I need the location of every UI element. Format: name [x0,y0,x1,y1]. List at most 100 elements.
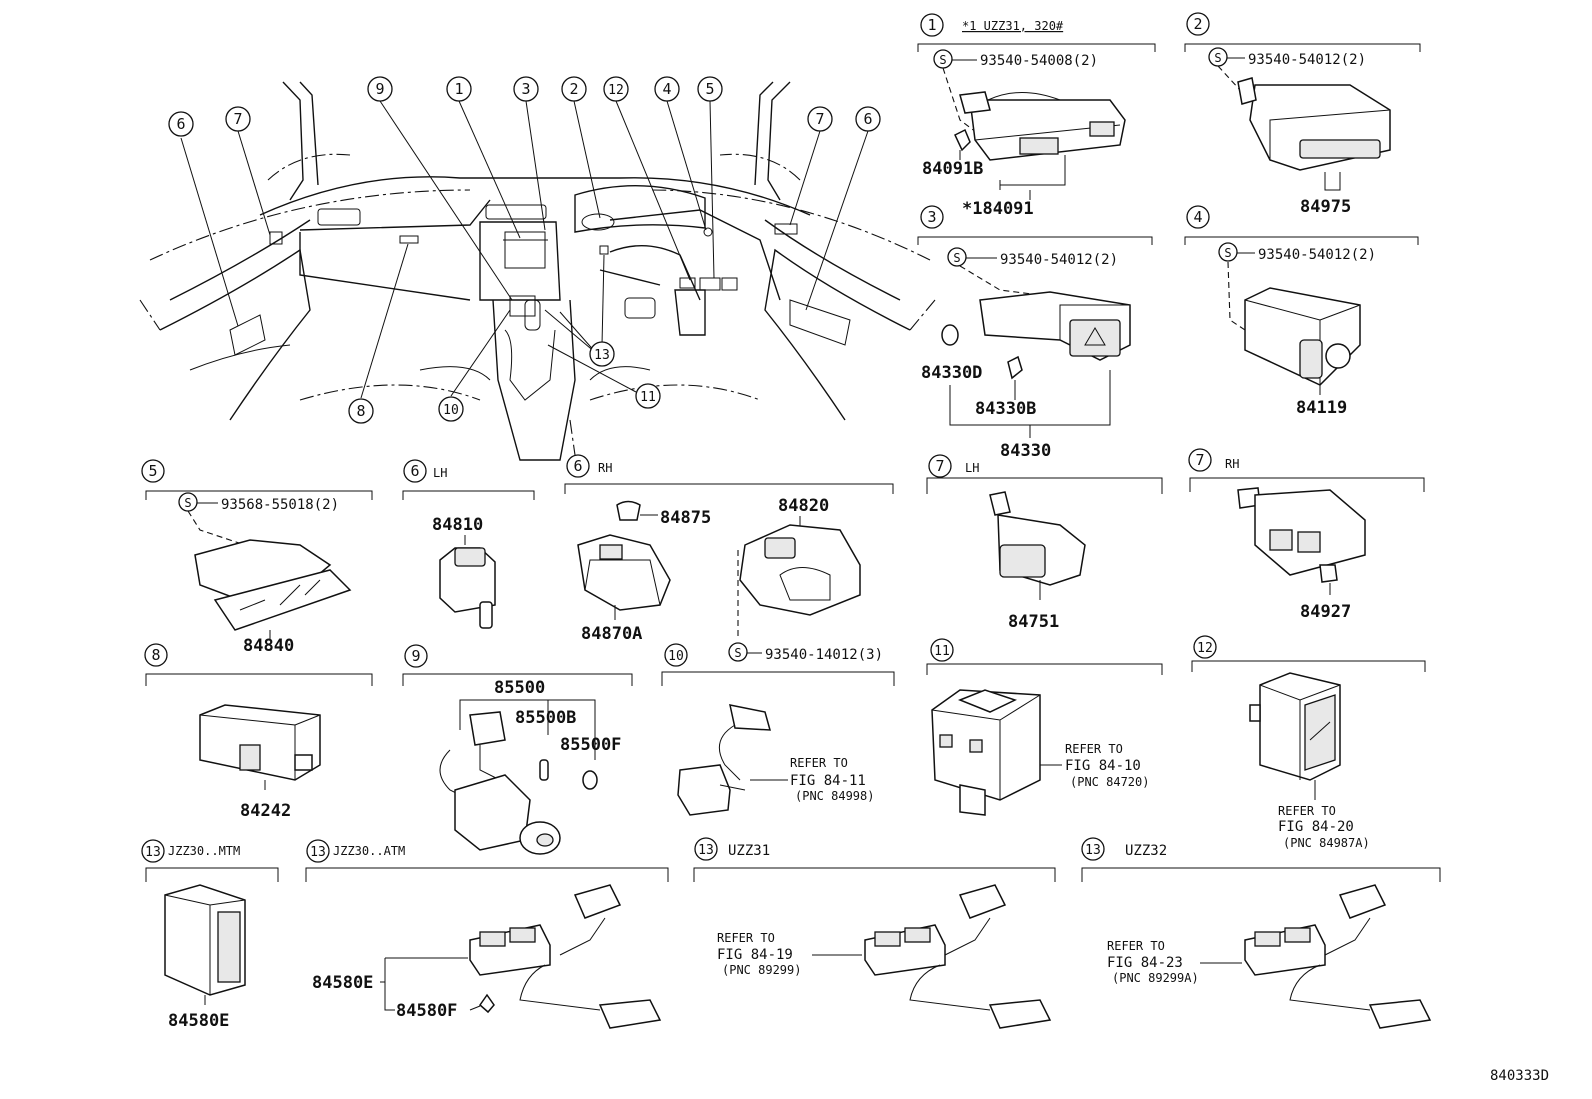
svg-text:12: 12 [608,83,624,98]
svg-text:7: 7 [233,110,242,128]
svg-text:13: 13 [145,845,161,860]
section-13-uzz31: 13 UZZ31 REFER TO FIG 84-19 (PNC 89299) [693,837,1056,1029]
svg-text:2: 2 [569,80,578,98]
section-3: 3 S 93540-54012(2) 84330D 84330B 84330 [917,205,1153,461]
svg-text:7: 7 [1195,451,1204,469]
svg-text:4: 4 [1193,208,1202,226]
svg-text:JZZ30..ATM: JZZ30..ATM [333,844,405,858]
section-9: 9 85500 85500B 85500F [402,644,633,855]
svg-text:85500: 85500 [494,678,545,698]
svg-text:84242: 84242 [240,801,291,821]
svg-text:6: 6 [410,462,419,480]
svg-text:1: 1 [927,16,936,34]
svg-text:7: 7 [935,457,944,475]
svg-text:3: 3 [521,80,530,98]
section-7-rh: 7 RH 84927 [1188,448,1425,622]
svg-text:85500F: 85500F [560,735,621,755]
svg-text:LH: LH [433,466,447,480]
svg-text:84751: 84751 [1008,612,1059,632]
section-8: 8 84242 [144,643,373,821]
svg-text:84330: 84330 [1000,441,1051,461]
section-10: 10 REFER TO FIG 84-11 (PNC 84998) [661,643,895,816]
svg-text:84330B: 84330B [975,399,1036,419]
svg-text:UZZ31: UZZ31 [728,843,770,859]
overview-callout: 10 [438,396,464,422]
svg-text:6: 6 [176,115,185,133]
svg-text:8: 8 [151,646,160,664]
overview-callout: 3 [513,76,539,102]
svg-text:5: 5 [705,80,714,98]
section-13-uzz32: 13 UZZ32 REFER TO FIG 84-23 (PNC 89299A) [1081,837,1441,1029]
section-4: 4 S 93540-54012(2) 84119 [1184,205,1419,418]
overview-callout: 12 [603,76,629,102]
section-6-lh: 6 LH 84810 [402,459,535,629]
svg-text:84975: 84975 [1300,197,1351,217]
svg-text:FIG 84-19: FIG 84-19 [717,947,793,963]
overview-callout: 5 [697,76,723,102]
svg-text:10: 10 [443,403,459,418]
svg-text:REFER TO: REFER TO [1107,939,1165,953]
svg-text:*184091: *184091 [962,199,1034,219]
svg-text:93568-55018(2): 93568-55018(2) [221,497,339,513]
svg-text:8: 8 [356,402,365,420]
svg-text:84927: 84927 [1300,602,1351,622]
svg-text:REFER TO: REFER TO [790,756,848,770]
section-11: 11 REFER TO FIG 84-10 (PNC 84720) [926,638,1163,816]
svg-text:FIG 84-23: FIG 84-23 [1107,955,1183,971]
section-6-rh: 6 RH 84875 84870A 84820 S 93540-14012(3) [564,454,894,663]
overview-callout: 4 [654,76,680,102]
svg-text:84870A: 84870A [581,624,642,644]
svg-text:11: 11 [934,644,950,659]
svg-text:12: 12 [1197,641,1213,656]
svg-text:84875: 84875 [660,508,711,528]
section-1: 1 *1 UZZ31, 320# S 93540-54008(2) 84091B… [917,13,1156,219]
svg-text:11: 11 [640,390,656,405]
section-12: 12 REFER TO FIG 84-20 (PNC 84987A) [1191,635,1426,850]
overview-callout: 7 [225,106,251,132]
svg-text:REFER TO: REFER TO [717,931,775,945]
svg-text:84810: 84810 [432,515,483,535]
svg-text:9: 9 [411,647,420,665]
svg-text:(PNC 84998): (PNC 84998) [795,789,874,803]
section-13-jzz30-atm: 13 JZZ30..ATM 84580E 84580F [305,839,669,1029]
svg-text:(PNC 89299A): (PNC 89299A) [1112,971,1199,985]
interior-overview: 6 7 9 1 3 2 12 4 5 7 6 8 10 13 11 [139,76,936,461]
svg-text:6: 6 [573,457,582,475]
svg-text:84820: 84820 [778,496,829,516]
svg-text:84580F: 84580F [396,1001,457,1021]
svg-text:FIG 84-10: FIG 84-10 [1065,758,1141,774]
section-2: 2 S 93540-54012(2) 84975 [1184,12,1421,217]
section-7-lh: 7 LH 84751 [926,454,1163,632]
svg-text:REFER TO: REFER TO [1278,804,1336,818]
figure-code: 840333D [1490,1068,1549,1084]
svg-text:FIG 84-20: FIG 84-20 [1278,819,1354,835]
svg-text:S: S [1214,51,1221,65]
svg-text:13: 13 [1085,843,1101,858]
section-13-jzz30-mtm: 13 JZZ30..MTM 84580E [141,839,279,1031]
svg-text:85500B: 85500B [515,708,576,728]
svg-text:9: 9 [375,80,384,98]
svg-text:RH: RH [1225,457,1239,471]
svg-text:S: S [184,496,191,510]
svg-text:4: 4 [662,80,671,98]
svg-text:FIG 84-11: FIG 84-11 [790,773,866,789]
svg-text:S: S [953,251,960,265]
svg-text:13: 13 [310,845,326,860]
svg-text:(PNC 84720): (PNC 84720) [1070,775,1149,789]
overview-callout: 7 [807,106,833,132]
svg-text:6: 6 [863,110,872,128]
overview-callout: 11 [635,383,661,409]
overview-callout: 6 [168,111,194,137]
svg-text:1: 1 [454,80,463,98]
svg-text:LH: LH [965,461,979,475]
svg-text:2: 2 [1193,15,1202,33]
svg-text:5: 5 [148,462,157,480]
overview-callout: 13 [589,341,615,367]
svg-text:84330D: 84330D [921,363,982,383]
svg-text:RH: RH [598,461,612,475]
svg-text:S: S [1224,246,1231,260]
svg-text:84580E: 84580E [168,1011,229,1031]
svg-text:S: S [939,53,946,67]
svg-text:UZZ32: UZZ32 [1125,843,1167,859]
